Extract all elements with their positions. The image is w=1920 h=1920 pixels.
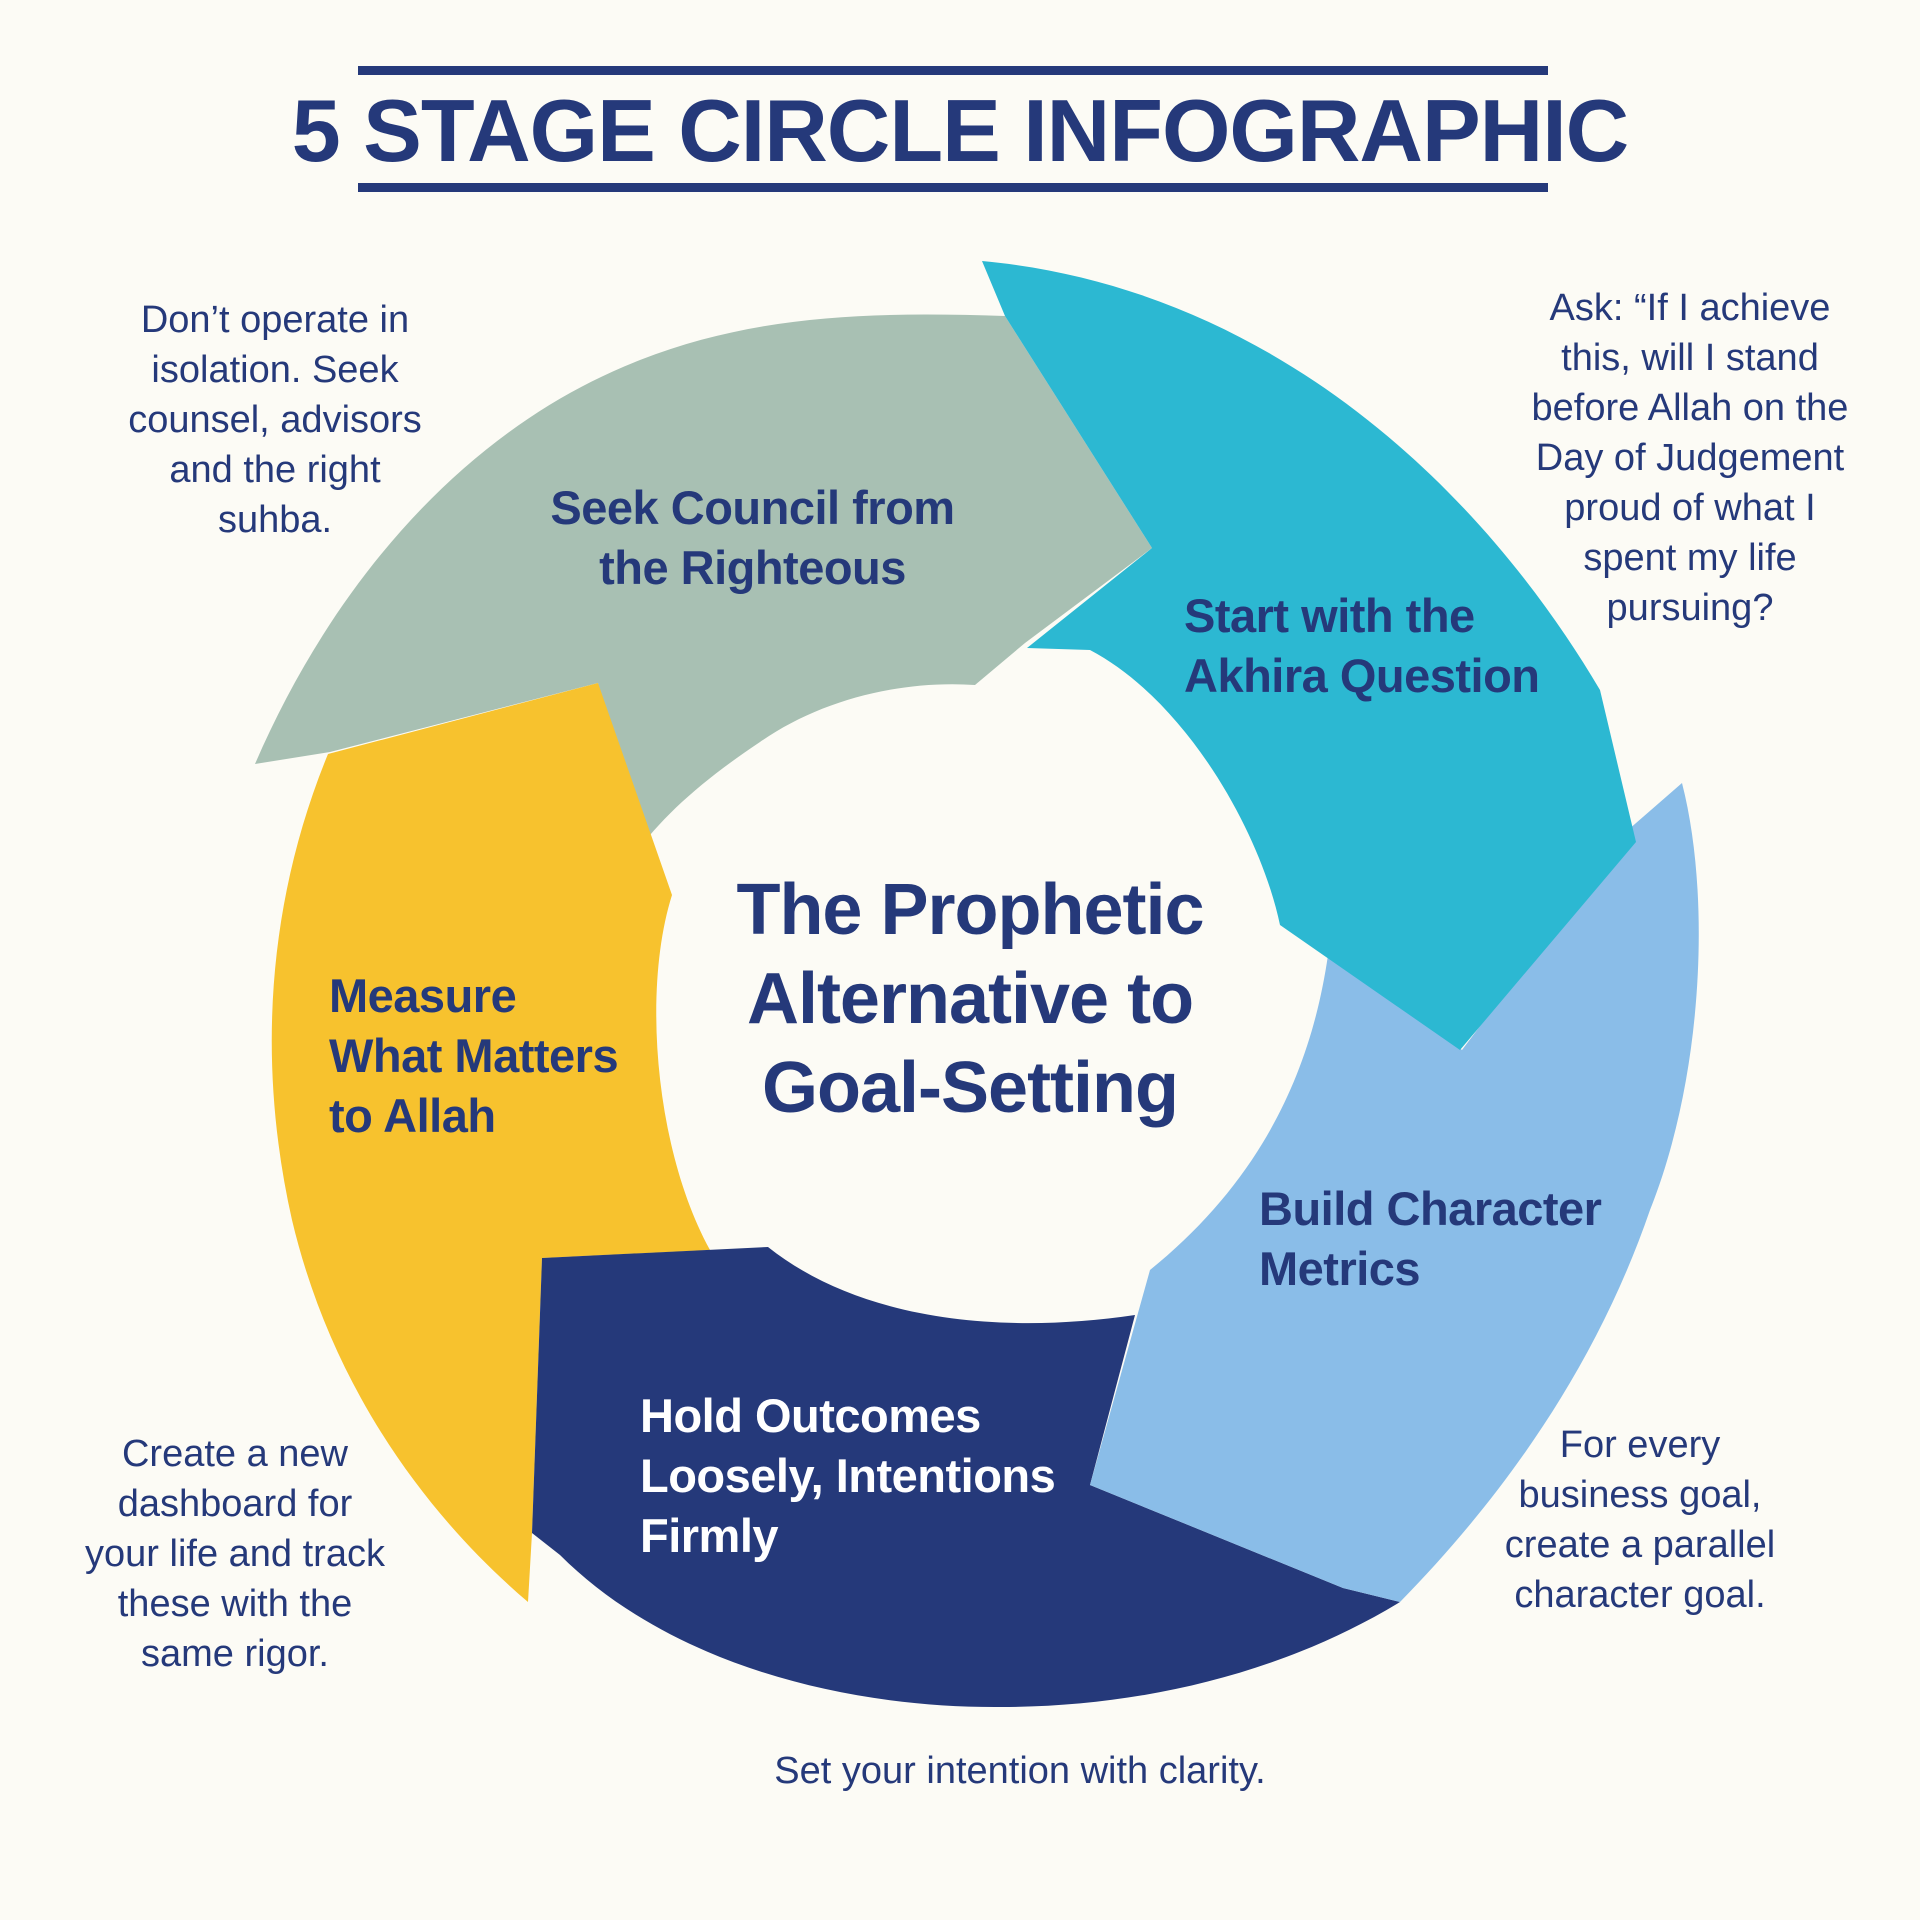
note-measure-line-2: dashboard for bbox=[117, 1483, 353, 1525]
note-hold-outcomes-line-1: Set your intention with clarity. bbox=[774, 1750, 1266, 1792]
note-measure-line-3: your life and track bbox=[85, 1533, 385, 1575]
main-title: 5 STAGE CIRCLE INFOGRAPHIC bbox=[291, 81, 1629, 180]
note-akhira: Ask: “If I achieve this, will I stand be… bbox=[1500, 283, 1880, 633]
note-build-character-line-2: business goal, bbox=[1518, 1474, 1762, 1516]
stage-label-hold-outcomes-line-2: Loosely, Intentions bbox=[640, 1449, 1056, 1502]
title-rule-top bbox=[358, 66, 1548, 75]
note-akhira-line-3: before Allah on the bbox=[1531, 387, 1849, 429]
stage-label-build-character-line-2: Metrics bbox=[1259, 1242, 1421, 1295]
stage-arrow-seek-council bbox=[255, 314, 1152, 865]
note-hold-outcomes: Set your intention with clarity. bbox=[680, 1746, 1360, 1796]
note-measure-line-1: Create a new bbox=[121, 1433, 348, 1475]
note-seek-council: Don’t operate in isolation. Seek counsel… bbox=[95, 295, 455, 545]
stage-label-akhira-line-2: Akhira Question bbox=[1184, 649, 1540, 702]
stage-label-hold-outcomes-line-1: Hold Outcomes bbox=[640, 1389, 981, 1442]
stage-label-seek-council-line-1: Seek Council from bbox=[550, 481, 955, 534]
note-akhira-line-1: Ask: “If I achieve bbox=[1549, 287, 1831, 329]
stage-label-seek-council-line-2: the Righteous bbox=[599, 541, 906, 594]
center-title-line-3: Goal-Setting bbox=[762, 1048, 1179, 1128]
note-build-character: For every business goal, create a parall… bbox=[1470, 1420, 1810, 1620]
stage-label-hold-outcomes: Hold Outcomes Loosely, Intentions Firmly bbox=[640, 1386, 1056, 1566]
stage-label-measure-line-1: Measure bbox=[329, 969, 517, 1022]
stage-label-seek-council: Seek Council from the Righteous bbox=[530, 478, 975, 598]
stage-label-akhira: Start with the Akhira Question bbox=[1184, 586, 1540, 706]
stage-label-build-character: Build Character Metrics bbox=[1259, 1179, 1602, 1299]
stage-label-hold-outcomes-line-3: Firmly bbox=[640, 1509, 779, 1562]
note-build-character-line-3: create a parallel bbox=[1504, 1524, 1776, 1566]
stage-arrow-build-character bbox=[1090, 783, 1699, 1602]
stage-label-measure: Measure What Matters to Allah bbox=[329, 966, 619, 1146]
center-title: The Prophetic Alternative to Goal-Settin… bbox=[690, 866, 1250, 1133]
note-akhira-line-2: this, will I stand bbox=[1561, 337, 1819, 379]
note-seek-council-line-4: and the right bbox=[169, 449, 381, 491]
note-seek-council-line-5: suhba. bbox=[217, 499, 333, 541]
note-seek-council-line-3: counsel, advisors bbox=[128, 399, 422, 441]
stage-label-build-character-line-1: Build Character bbox=[1259, 1182, 1602, 1235]
note-akhira-line-7: pursuing? bbox=[1606, 587, 1774, 629]
note-measure: Create a new dashboard for your life and… bbox=[55, 1429, 415, 1679]
center-title-line-2: Alternative to bbox=[746, 959, 1194, 1039]
stage-label-measure-line-2: What Matters bbox=[329, 1029, 619, 1082]
note-akhira-line-6: spent my life bbox=[1583, 537, 1797, 579]
title-block: 5 STAGE CIRCLE INFOGRAPHIC bbox=[0, 66, 1920, 196]
stage-label-measure-line-3: to Allah bbox=[329, 1089, 496, 1142]
note-akhira-line-4: Day of Judgement bbox=[1535, 437, 1845, 479]
note-akhira-line-5: proud of what I bbox=[1564, 487, 1816, 529]
note-seek-council-line-2: isolation. Seek bbox=[151, 349, 399, 391]
note-build-character-line-4: character goal. bbox=[1514, 1574, 1766, 1616]
stage-arrow-hold-outcomes bbox=[532, 1247, 1400, 1708]
center-title-line-1: The Prophetic bbox=[736, 870, 1204, 950]
note-build-character-line-1: For every bbox=[1559, 1424, 1721, 1466]
note-measure-line-4: these with the bbox=[117, 1583, 353, 1625]
title-rule-bottom bbox=[358, 183, 1548, 192]
stage-label-akhira-line-1: Start with the bbox=[1184, 589, 1475, 642]
note-seek-council-line-1: Don’t operate in bbox=[140, 299, 410, 341]
note-measure-line-5: same rigor. bbox=[141, 1633, 329, 1675]
stage-arrow-akhira bbox=[982, 261, 1636, 1050]
stage-arrow-measure bbox=[271, 683, 710, 1602]
